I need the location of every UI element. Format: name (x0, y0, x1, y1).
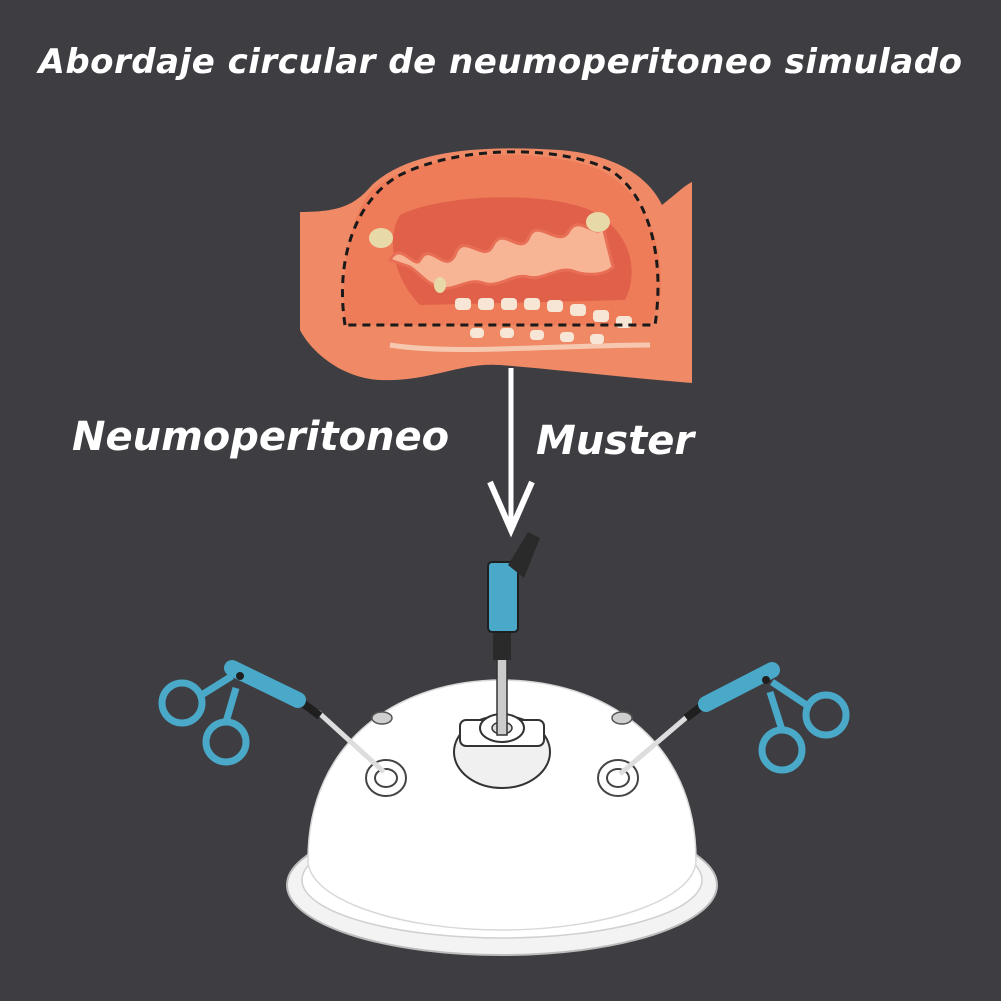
simulator-dome-icon (286, 679, 718, 956)
laparoscope-icon (487, 532, 540, 736)
label-muster: Muster (536, 418, 695, 464)
arrow-down-icon (487, 368, 535, 538)
abdomen-cross-section-icon (300, 148, 692, 383)
page-title: Abordaje circular de neumoperitoneo simu… (38, 42, 963, 82)
laparoscopic-grasper-icon (158, 660, 386, 774)
laparoscopic-grasper-icon (618, 662, 850, 776)
label-neumoperitoneo: Neumoperitoneo (72, 414, 450, 460)
